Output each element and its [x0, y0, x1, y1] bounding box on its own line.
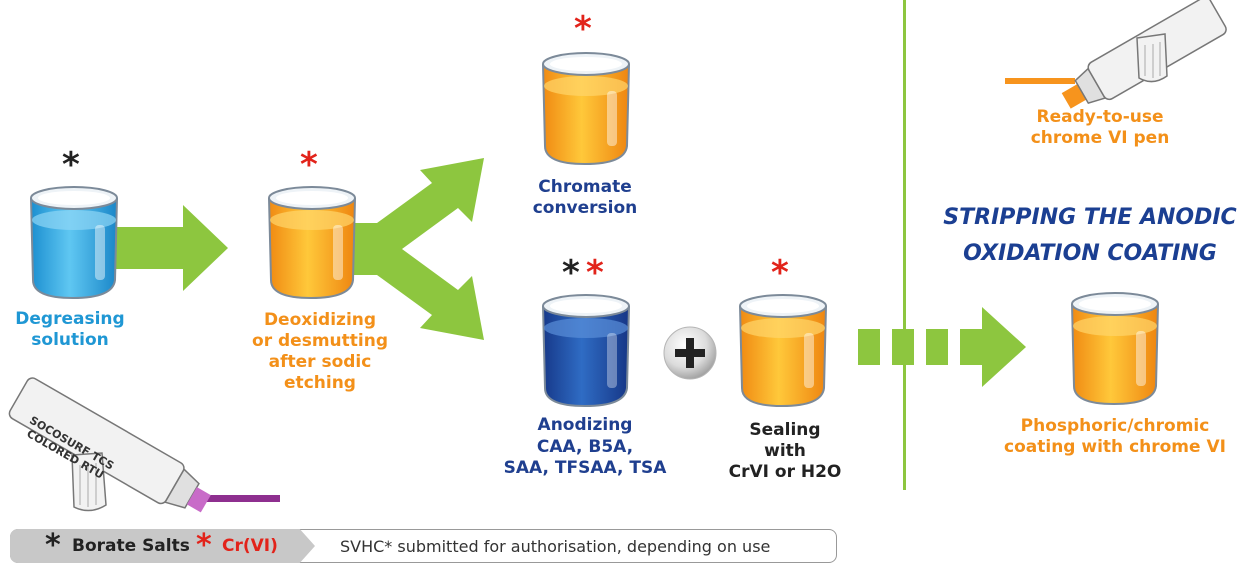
label-pen-top: Ready-to-use chrome VI pen	[1030, 107, 1170, 148]
crvi-asterisk-sealing: *	[771, 253, 789, 293]
borate-asterisk-anodizing: *	[562, 253, 580, 293]
dashed-arrow	[858, 307, 1026, 387]
legend-note: SVHC* submitted for authorisation, depen…	[340, 537, 771, 556]
beaker-phosphoric	[1071, 292, 1159, 406]
crvi-asterisk-deoxidizing: *	[300, 145, 318, 185]
fork-arrow	[332, 158, 484, 340]
beaker-degreasing	[30, 186, 118, 300]
legend-crvi-label: Cr(VI)	[222, 536, 278, 556]
label-chromate: Chromate conversion	[532, 177, 638, 218]
beaker-deoxidizing	[268, 186, 356, 300]
label-anodizing-types: CAA, B5A, SAA, TFSAA, TSA	[503, 437, 667, 478]
plus-icon	[663, 326, 717, 380]
beaker-chromate	[542, 52, 630, 166]
legend-crvi-asterisk: *	[196, 528, 212, 563]
borate-asterisk-degreasing: *	[62, 145, 80, 185]
stripping-heading: STRIPPING THE ANODIC OXIDATION COATING	[943, 205, 1237, 266]
arrow-degreasing-to-deoxidizing	[113, 205, 228, 291]
label-anodizing-title: Anodizing	[537, 415, 633, 435]
beaker-anodizing	[542, 294, 630, 408]
legend-gray-tab	[10, 529, 315, 563]
label-degreasing: Degreasing solution	[15, 309, 125, 350]
label-deoxidizing: Deoxidizing or desmutting after sodic et…	[252, 310, 388, 393]
legend-borate-label: Borate Salts	[72, 536, 190, 556]
label-sealing: Sealing with CrVI or H2O	[728, 420, 842, 482]
beaker-sealing	[739, 294, 827, 408]
label-phosphoric: Phosphoric/chromic coating with chrome V…	[1004, 416, 1226, 457]
vertical-divider	[903, 0, 906, 490]
crvi-asterisk-chromate: *	[574, 9, 592, 49]
legend-borate-asterisk: *	[45, 528, 61, 563]
socosurf-pen-icon	[8, 377, 280, 513]
crvi-asterisk-anodizing: *	[586, 253, 604, 293]
chrome-pen-icon	[1005, 0, 1227, 109]
